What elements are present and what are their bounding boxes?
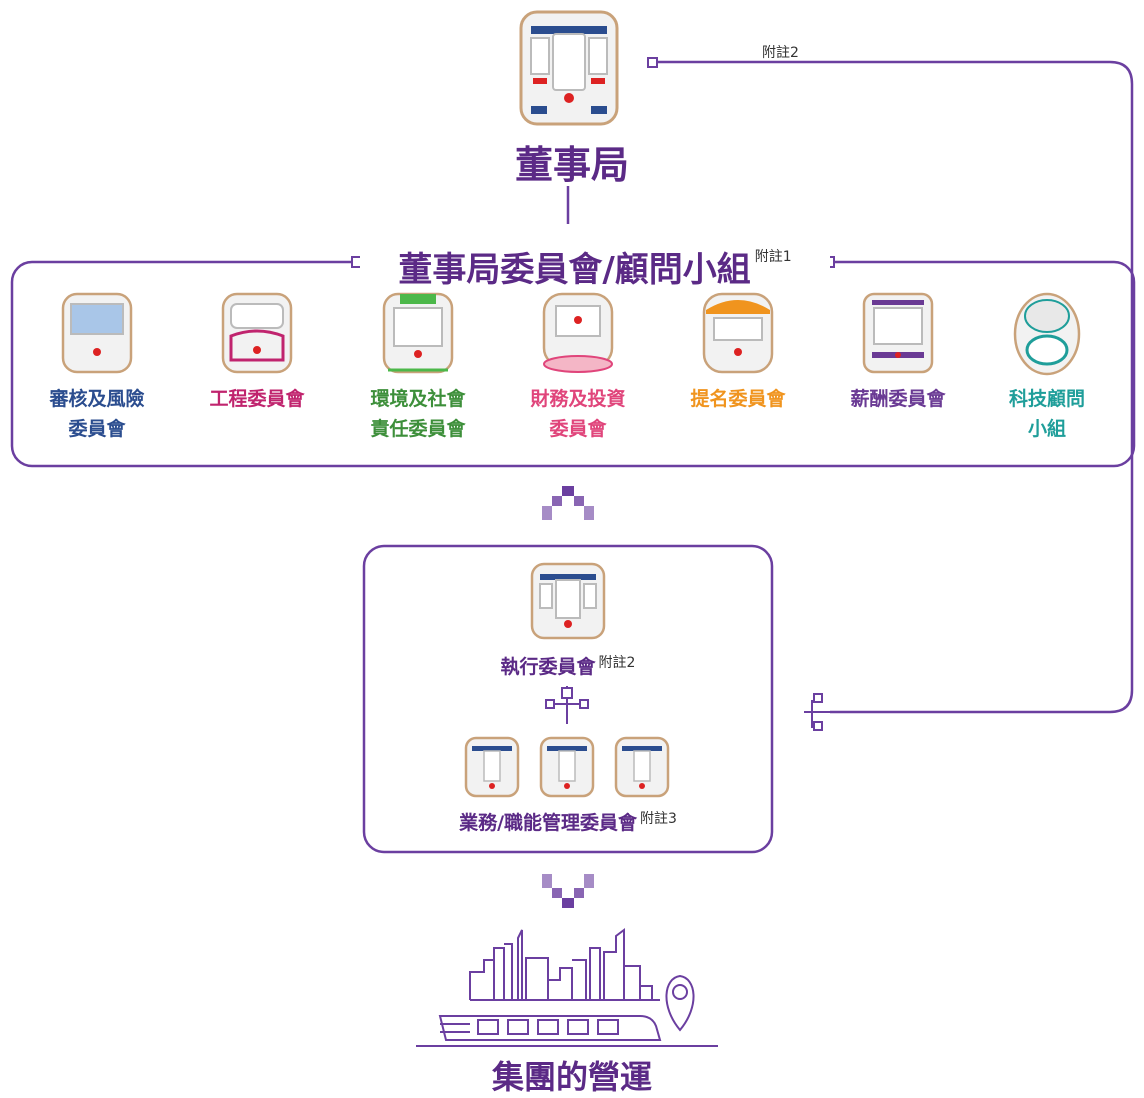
committee-label-line2: 委員會 — [68, 418, 126, 440]
committee-label-line1: 審核及風險 — [49, 388, 145, 410]
side-connector-icon — [804, 693, 830, 731]
board-note: 附註2 — [762, 45, 799, 61]
management-note: 附註3 — [640, 811, 677, 827]
committee-label-line1: 科技顧問 — [1008, 388, 1085, 410]
management-title: 業務/職能管理委員會 — [459, 812, 638, 834]
train-front-icon — [61, 292, 133, 374]
connector-node — [647, 57, 658, 68]
committees-header: 董事局委員會/顧問小組附註1 — [360, 242, 830, 291]
arrow-down-icon — [542, 874, 594, 908]
committee-engineering: 工程委員會 — [182, 290, 332, 414]
board-exec-connector — [657, 60, 1134, 714]
committee-technology-advisory: 科技顧問小組 — [972, 290, 1122, 444]
train-front-icon — [702, 292, 774, 374]
executive-note: 附註2 — [598, 655, 636, 671]
committee-remuneration: 薪酬委員會 — [823, 290, 973, 414]
committee-environmental-social: 環境及社會責任委員會 — [343, 290, 493, 444]
management-committee-label: 業務/職能管理委員會附註3 — [364, 808, 772, 835]
tree-connector-icon — [545, 686, 589, 724]
committee-audit-risk: 審核及風險委員會 — [22, 290, 172, 444]
committees-header-note: 附註1 — [754, 249, 792, 265]
committee-label-line2: 責任委員會 — [370, 418, 466, 440]
committee-label-line1: 薪酬委員會 — [850, 388, 946, 410]
executive-train-icon — [530, 562, 606, 640]
train-front-icon — [862, 292, 934, 374]
executive-title: 執行委員會 — [500, 656, 596, 678]
committee-label-line1: 環境及社會 — [370, 388, 466, 410]
train-front-icon — [221, 292, 293, 374]
train-front-icon — [1013, 292, 1081, 376]
committee-label-line2: 小組 — [1027, 418, 1066, 440]
board-title: 董事局 — [514, 143, 629, 187]
committee-finance-investment: 財務及投資委員會 — [503, 290, 653, 444]
management-trains — [464, 736, 670, 798]
committee-label-line1: 財務及投資 — [530, 388, 626, 410]
city-train-icon — [416, 928, 718, 1047]
committee-label-line1: 提名委員會 — [690, 388, 786, 410]
board-train-icon — [519, 10, 619, 126]
committee-label-line2: 委員會 — [549, 418, 607, 440]
committee-nominations: 提名委員會 — [663, 290, 813, 414]
arrow-up-icon — [542, 486, 594, 520]
train-front-icon — [542, 292, 614, 373]
executive-committee-label: 執行委員會附註2 — [364, 652, 772, 679]
executive-box — [362, 544, 774, 854]
train-front-icon — [382, 292, 454, 374]
committees-header-title: 董事局委員會/顧問小組 — [398, 250, 751, 290]
committee-label-line1: 工程委員會 — [209, 388, 305, 410]
operations-title: 集團的營運 — [491, 1058, 652, 1096]
